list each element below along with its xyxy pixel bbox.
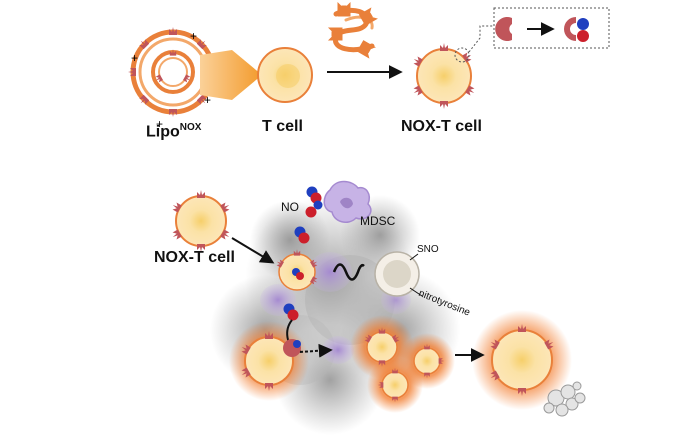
receptor-empty-icon [495, 17, 512, 41]
svg-text:+: + [190, 29, 197, 43]
mdsc-label: MDSC [360, 214, 396, 228]
dna-icon [332, 6, 373, 54]
lipo-nox-label: LipoNOX [146, 122, 202, 141]
apoptotic-debris-icon [543, 381, 586, 417]
nox-t-cell-top-label: NOX-T cell [401, 118, 482, 135]
zoom-callout-box [493, 7, 610, 49]
transfer-arrow [200, 50, 262, 100]
signal-wave [332, 263, 365, 281]
svg-text:+: + [156, 117, 163, 131]
activated-t-cell [239, 331, 301, 391]
no-label: NO [281, 200, 299, 214]
nox-t-cell-bottom-label: NOX-T cell [154, 249, 235, 266]
nox-t-cell-icon [275, 249, 319, 291]
killer-t-cell [488, 324, 556, 396]
activated-t-cell [363, 327, 401, 367]
nox-t-cell-icon [170, 190, 232, 252]
svg-text:+: + [204, 93, 211, 107]
t-cell-icon [257, 47, 313, 103]
sno-label: SNO [417, 244, 439, 255]
receptor-bound-icon [564, 17, 589, 42]
lipo-nox-icon: + + + + [128, 27, 218, 131]
svg-text:+: + [131, 51, 138, 65]
tumor-cluster-icon [210, 195, 460, 435]
nox-t-cell-icon [411, 43, 477, 109]
no-molecule-icon [294, 186, 323, 244]
activated-t-cell [377, 367, 409, 403]
zoom-callout-line [468, 25, 494, 53]
target-tumor-cell [374, 251, 420, 297]
t-cell-label: T cell [262, 118, 303, 135]
activated-t-cell [413, 343, 445, 379]
